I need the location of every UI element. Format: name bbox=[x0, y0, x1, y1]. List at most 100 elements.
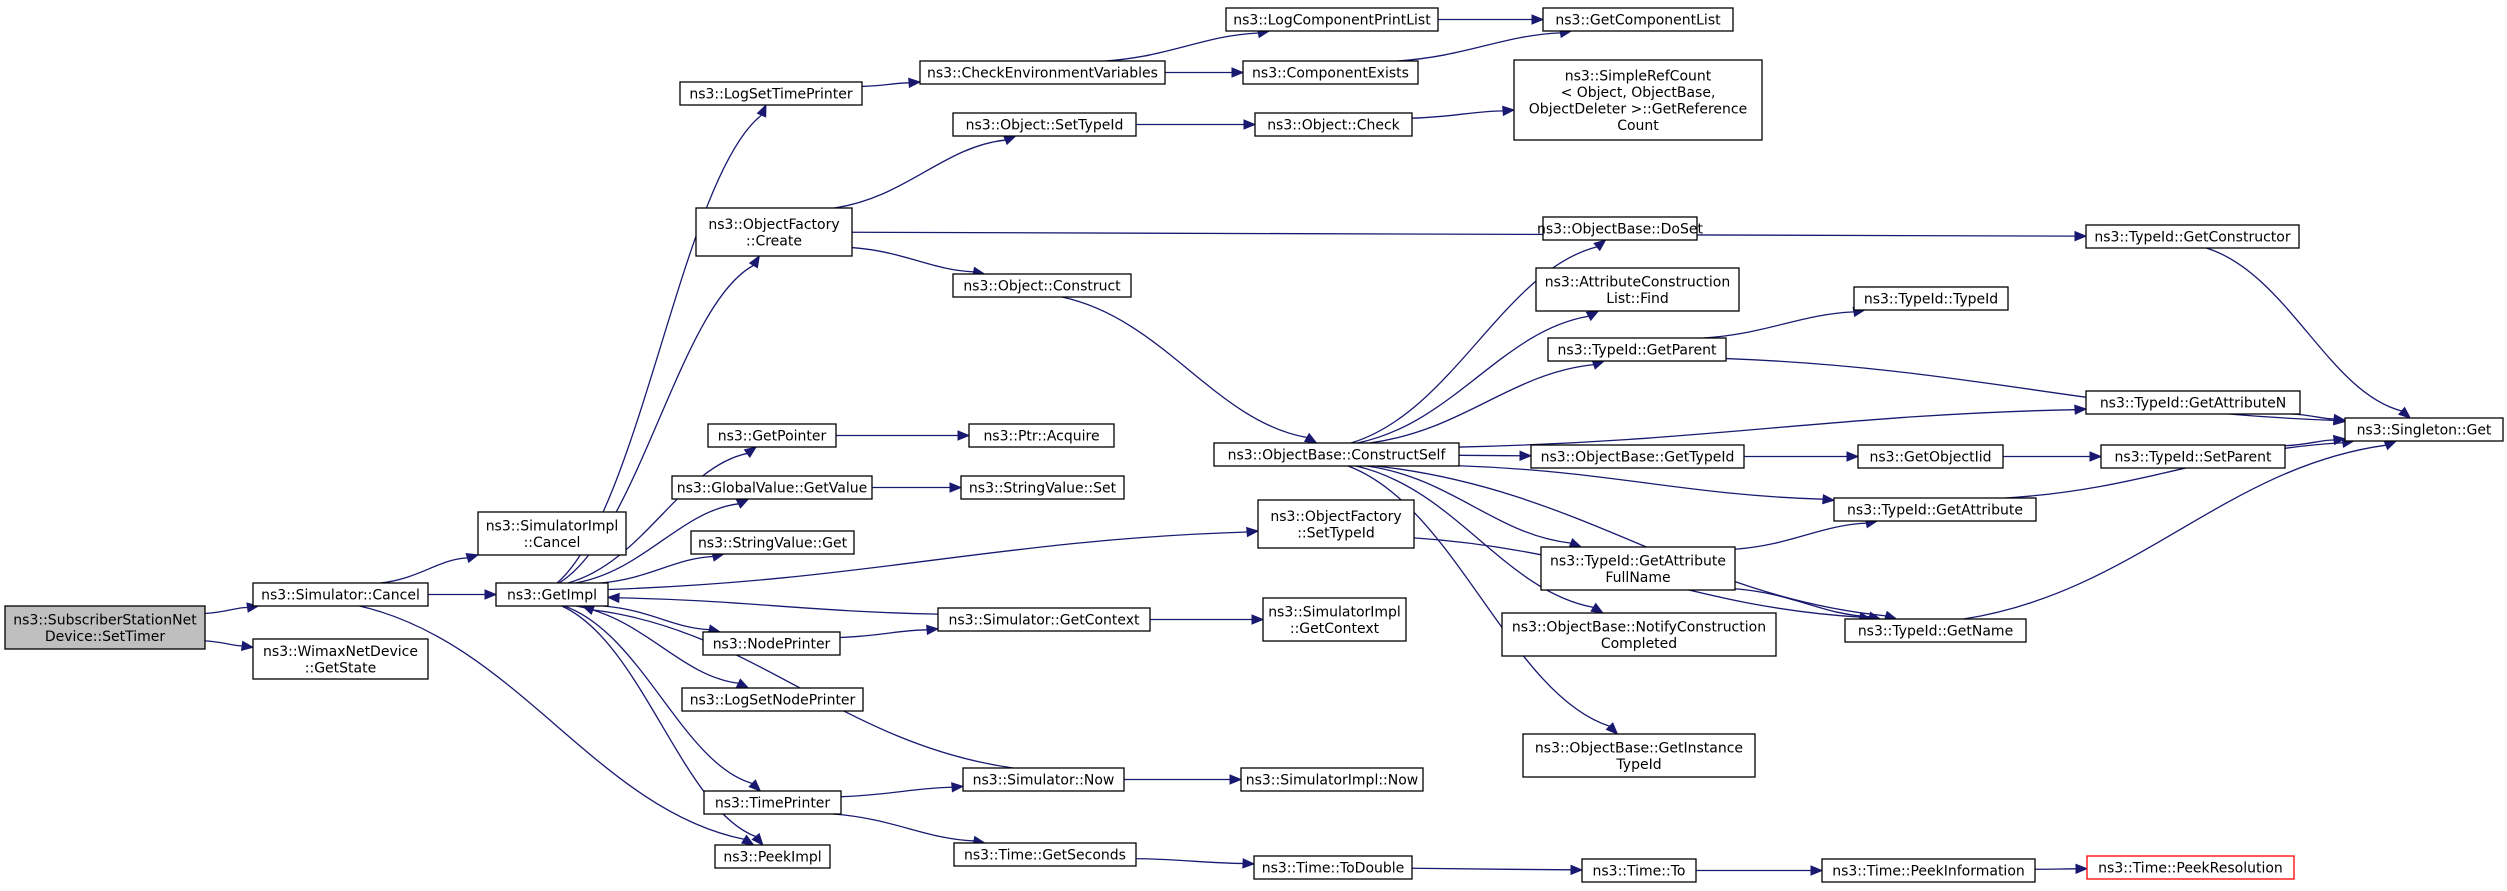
node-timeToDouble[interactable]: ns3::Time::ToDouble bbox=[1253, 855, 1413, 880]
node-simImplCancel[interactable]: ns3::SimulatorImpl::Cancel bbox=[477, 511, 627, 556]
arrowhead-icon bbox=[606, 592, 620, 604]
node-box bbox=[1257, 499, 1415, 549]
node-label: ns3::Ptr::Acquire bbox=[983, 429, 1099, 445]
node-typeIdGetName[interactable]: ns3::TypeId::GetName bbox=[1844, 618, 2027, 643]
edge-getPointer-to-ptrAcquire bbox=[835, 430, 971, 441]
node-stringValueGet[interactable]: ns3::StringValue::Get bbox=[690, 530, 855, 555]
node-getPointer[interactable]: ns3::GetPointer bbox=[707, 423, 837, 448]
node-label: ns3::LogComponentPrintList bbox=[1233, 13, 1431, 29]
node-typeIdSetParent[interactable]: ns3::TypeId::SetParent bbox=[2100, 444, 2286, 469]
node-getImpl[interactable]: ns3::GetImpl bbox=[495, 582, 609, 607]
node-objConstruct[interactable]: ns3::Object::Construct bbox=[952, 273, 1132, 298]
node-typeIdGetParent[interactable]: ns3::TypeId::GetParent bbox=[1547, 337, 1727, 362]
edge-line bbox=[840, 786, 953, 798]
node-timeGetSeconds[interactable]: ns3::Time::GetSeconds bbox=[953, 842, 1137, 867]
node-box bbox=[1540, 546, 1736, 591]
node-label: ::GetState bbox=[305, 660, 376, 676]
node-peekImpl[interactable]: ns3::PeekImpl bbox=[714, 844, 831, 869]
arrowhead-icon bbox=[951, 782, 965, 793]
node-label: ns3::TypeId::GetName bbox=[1858, 624, 2013, 640]
node-setTimer[interactable]: ns3::SubscriberStationNetDevice::SetTime… bbox=[4, 605, 206, 650]
node-label: ns3::Time::PeekInformation bbox=[1832, 864, 2025, 880]
edge-objBaseGetTypeId-to-getObjectIid bbox=[1744, 451, 1860, 462]
edge-line bbox=[1734, 588, 1870, 618]
arrowhead-icon bbox=[748, 254, 760, 269]
node-simImplGetContext[interactable]: ns3::SimulatorImpl::GetContext bbox=[1262, 597, 1407, 642]
node-typeIdGetAttribute[interactable]: ns3::TypeId::GetAttribute bbox=[1833, 497, 2037, 522]
node-box bbox=[2086, 855, 2295, 880]
node-label: ns3::Object::SetTypeId bbox=[966, 118, 1124, 134]
node-timePeekInfo[interactable]: ns3::Time::PeekInformation bbox=[1821, 858, 2036, 883]
edge-objBaseConstructSelf-to-typeIdGetParent bbox=[1369, 359, 1606, 444]
node-logSetNodePrinter[interactable]: ns3::LogSetNodePrinter bbox=[681, 687, 864, 712]
node-wimaxGetState[interactable]: ns3::WimaxNetDevice::GetState bbox=[252, 638, 429, 680]
node-simpleRefCount[interactable]: ns3::SimpleRefCount< Object, ObjectBase,… bbox=[1513, 59, 1763, 141]
node-typeIdGetCtor[interactable]: ns3::TypeId::GetConstructor bbox=[2085, 224, 2300, 249]
edge-line bbox=[204, 640, 243, 647]
node-simGetContext[interactable]: ns3::Simulator::GetContext bbox=[937, 607, 1151, 632]
edge-objConstruct-to-objBaseConstructSelf bbox=[1061, 296, 1318, 444]
node-label: ns3::SubscriberStationNet bbox=[13, 612, 197, 628]
node-objBaseNotify[interactable]: ns3::ObjectBase::NotifyConstructionCompl… bbox=[1501, 612, 1777, 657]
arrowhead-icon bbox=[1246, 526, 1260, 538]
node-box bbox=[1522, 733, 1756, 778]
node-logCompPrintList[interactable]: ns3::LogComponentPrintList bbox=[1225, 7, 1439, 32]
node-objBaseConstructSelf[interactable]: ns3::ObjectBase::ConstructSelf bbox=[1213, 442, 1460, 467]
node-box bbox=[1225, 7, 1439, 32]
node-label: ns3::ComponentExists bbox=[1252, 66, 1409, 82]
edge-line bbox=[1350, 246, 1598, 444]
node-simCancel[interactable]: ns3::Simulator::Cancel bbox=[252, 582, 429, 607]
node-objSetTypeId[interactable]: ns3::Object::SetTypeId bbox=[952, 112, 1137, 137]
node-label: Device::SetTimer bbox=[45, 629, 166, 645]
node-label: ns3::GlobalValue::GetValue bbox=[677, 481, 867, 497]
node-stringValueSet[interactable]: ns3::StringValue::Set bbox=[960, 475, 1125, 500]
node-ptrAcquire[interactable]: ns3::Ptr::Acquire bbox=[968, 423, 1115, 448]
node-box bbox=[1581, 858, 1697, 883]
edge-line bbox=[576, 605, 739, 684]
node-checkEnv[interactable]: ns3::CheckEnvironmentVariables bbox=[919, 60, 1166, 85]
edge-line bbox=[380, 557, 468, 584]
node-timePrinter[interactable]: ns3::TimePrinter bbox=[703, 790, 842, 815]
node-objBaseGetTypeId[interactable]: ns3::ObjectBase::GetTypeId bbox=[1530, 444, 1745, 469]
node-typeIdTypeId[interactable]: ns3::TypeId::TypeId bbox=[1853, 286, 2009, 311]
edge-line bbox=[561, 605, 756, 838]
node-logSetTimePrinter[interactable]: ns3::LogSetTimePrinter bbox=[679, 81, 863, 106]
edge-globalValueGetValue-to-stringValueSet bbox=[871, 482, 963, 493]
edge-line bbox=[1411, 110, 1504, 119]
node-nodePrinter[interactable]: ns3::NodePrinter bbox=[702, 631, 841, 656]
node-globalValueGetValue[interactable]: ns3::GlobalValue::GetValue bbox=[671, 475, 873, 500]
node-simImplNow[interactable]: ns3::SimulatorImpl::Now bbox=[1240, 767, 1424, 792]
node-box bbox=[707, 423, 837, 448]
node-box bbox=[2085, 390, 2301, 415]
node-getCompList[interactable]: ns3::GetComponentList bbox=[1542, 7, 1734, 32]
arrowhead-icon bbox=[1570, 864, 1584, 876]
node-objCheck[interactable]: ns3::Object::Check bbox=[1254, 112, 1413, 137]
node-simNow[interactable]: ns3::Simulator::Now bbox=[962, 767, 1125, 792]
node-objBaseDoSet[interactable]: ns3::ObjectBase::DoSet bbox=[1537, 216, 1703, 241]
node-timePeekResolution[interactable]: ns3::Time::PeekResolution bbox=[2086, 855, 2295, 880]
node-box bbox=[1535, 267, 1740, 312]
node-typeIdGetAttrN[interactable]: ns3::TypeId::GetAttributeN bbox=[2085, 390, 2301, 415]
node-box bbox=[1262, 597, 1407, 642]
node-singletonGet[interactable]: ns3::Singleton::Get bbox=[2344, 417, 2504, 442]
node-label: ns3::Singleton::Get bbox=[2357, 423, 2492, 439]
edge-objCheck-to-simpleRefCount bbox=[1411, 105, 1516, 119]
arrowhead-icon bbox=[1846, 451, 1860, 462]
node-compExists[interactable]: ns3::ComponentExists bbox=[1242, 60, 1419, 85]
edge-simCancel-to-getImpl bbox=[428, 589, 498, 600]
node-getObjectIid[interactable]: ns3::GetObjectIid bbox=[1857, 444, 2004, 469]
node-label: < Object, ObjectBase, bbox=[1561, 85, 1716, 101]
node-box bbox=[962, 767, 1125, 792]
node-timeTo[interactable]: ns3::Time::To bbox=[1581, 858, 1697, 883]
edge-checkEnv-to-compExists bbox=[1165, 67, 1245, 78]
node-objFactCreate[interactable]: ns3::ObjectFactory::Create bbox=[695, 207, 853, 257]
edge-objBaseConstructSelf-to-typeIdGetAttrN bbox=[1458, 404, 2088, 448]
node-box bbox=[919, 60, 1166, 85]
node-label: ns3::ObjectBase::ConstructSelf bbox=[1228, 448, 1447, 464]
edge-line bbox=[834, 139, 1006, 209]
node-objFactSetTypeId[interactable]: ns3::ObjectFactory::SetTypeId bbox=[1257, 499, 1415, 549]
edge-simCancel-to-simImplCancel bbox=[380, 552, 480, 584]
